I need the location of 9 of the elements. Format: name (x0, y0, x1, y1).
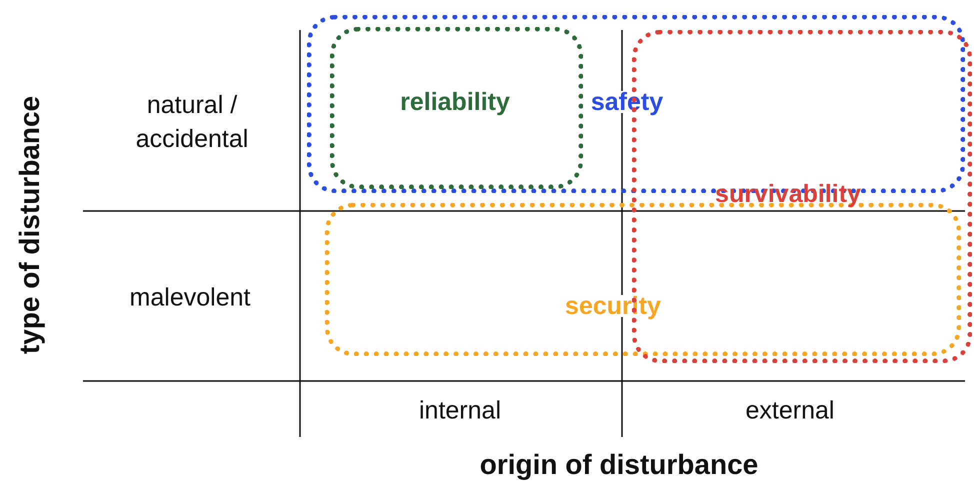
column-label: external (746, 396, 834, 426)
row-label: natural / accidental (134, 90, 250, 155)
region-label: survivability (714, 183, 862, 205)
axis-title: type of disturbance (14, 96, 46, 354)
column-label: internal (419, 396, 501, 426)
row-label: malevolent (130, 284, 250, 312)
axis-title: origin of disturbance (480, 449, 758, 481)
region-label: reliability (399, 91, 511, 113)
dotted-region (330, 27, 583, 189)
